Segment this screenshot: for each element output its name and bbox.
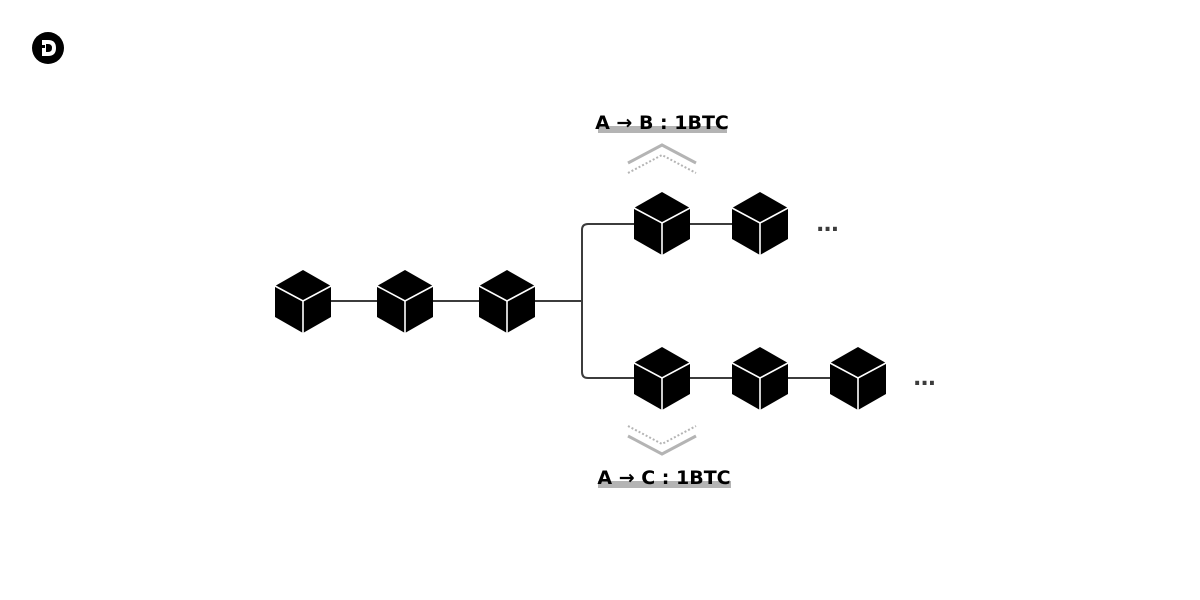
lower-block-3-cube-icon	[829, 346, 887, 411]
lower-continuation: ...	[913, 366, 935, 391]
upper-transaction-label: A → B : 1BTC	[595, 112, 729, 134]
chevron-down-icon	[627, 425, 697, 456]
upper-continuation: ...	[816, 212, 838, 237]
upper-transaction: A → B : 1BTC	[595, 112, 729, 134]
upper-block-1-cube-icon	[633, 191, 691, 256]
block-2-cube-icon	[376, 269, 434, 334]
chain-links	[330, 223, 830, 379]
lower-transaction: A → C : 1BTC	[597, 467, 731, 489]
fork-branch	[581, 223, 635, 379]
d-logo-icon	[32, 32, 64, 64]
lower-transaction-label: A → C : 1BTC	[597, 467, 730, 489]
upper-label-underline	[598, 126, 727, 133]
lower-block-2-cube-icon	[731, 346, 789, 411]
block-1-cube-icon	[274, 269, 332, 334]
lower-block-1-cube-icon	[633, 346, 691, 411]
chevron-up-icon	[627, 143, 697, 174]
upper-block-2-cube-icon	[731, 191, 789, 256]
lower-label-underline	[598, 481, 731, 488]
block-3-cube-icon	[478, 269, 536, 334]
